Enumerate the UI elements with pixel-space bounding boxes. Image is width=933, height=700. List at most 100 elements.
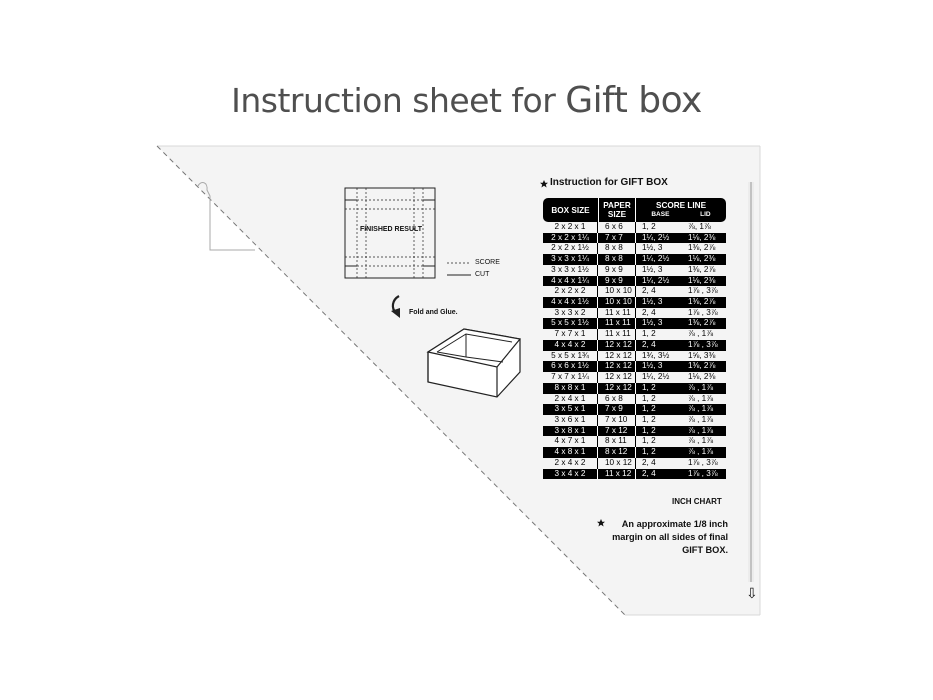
open-box-illustration [426, 328, 522, 398]
box-size-cell: 2 x 4 x 2 [543, 457, 598, 469]
box-size-cell: 3 x 3 x 2 [543, 307, 598, 319]
box-size-cell: 5 x 5 x 1¾ [543, 350, 598, 362]
diagonal-cut-edge [156, 145, 626, 616]
paper-size-cell: 8 x 8 [598, 254, 636, 265]
base-score-cell: 1, 2 [636, 382, 684, 394]
lid-score-cell: 1⅛, 2⅜ [684, 275, 727, 287]
box-size-cell: 5 x 5 x 1½ [543, 318, 598, 330]
box-size-cell: 2 x 2 x 1¼ [543, 232, 598, 244]
paper-size-cell: 10 x 10 [598, 297, 636, 308]
header-score-line-label: SCORE LINE [655, 201, 707, 210]
base-score-cell: 1, 2 [642, 414, 656, 424]
base-score-cell: 1½, 3 [636, 318, 684, 330]
paper-size-cell: 9 x 9 [598, 264, 636, 276]
box-size-cell: 2 x 4 x 1 [543, 393, 598, 405]
lid-score-cell: 1⅜, 2⅞ [688, 264, 716, 274]
lid-score-cell: ⅞ , 1⅞ [688, 436, 714, 446]
base-score-cell: 1½, 3 [636, 297, 684, 308]
box-size-cell: 4 x 4 x 2 [543, 339, 598, 351]
paper-size-cell: 11 x 12 [598, 468, 636, 480]
lid-score-cell: 1⅜, 2⅞ [684, 361, 727, 373]
base-score-cell: 2, 4 [636, 339, 684, 351]
fold-and-glue-label: Fold and Glue. [409, 309, 458, 316]
base-score-cell: 2, 4 [636, 468, 684, 480]
curved-arrow-icon [391, 295, 400, 318]
margin-note: An approximate 1/8 inch margin on all si… [612, 519, 728, 555]
base-score-cell: 1¼, 2½ [642, 372, 670, 382]
lid-score-cell: ⅞, 1⅞ [688, 222, 711, 231]
header-box-size: BOX SIZE [543, 198, 598, 222]
paper-size-cell: 8 x 11 [598, 436, 636, 448]
box-size-cell: 2 x 2 x 1 [543, 222, 598, 233]
base-score-cell: 1, 2 [642, 329, 656, 339]
paper-size-cell: 12 x 12 [598, 339, 636, 351]
lid-score-cell: 1⅞ , 3⅞ [684, 468, 727, 480]
lid-score-cell: 1⅞ , 3⅞ [688, 286, 718, 296]
lid-score-cell: 1⅞ , 3⅞ [684, 339, 727, 351]
gift-box-chart: BOX SIZE PAPER SIZE SCORE LINE BASE LID … [543, 198, 727, 480]
lid-score-cell: 1⅜, 2⅞ [688, 243, 716, 253]
box-size-cell: 7 x 7 x 1¼ [543, 372, 598, 383]
instruction-heading: Instruction for GIFT BOX [550, 177, 668, 188]
paper-size-cell: 11 x 11 [598, 318, 636, 330]
lid-score-cell: 1⅜, 2⅞ [684, 318, 727, 330]
base-score-cell: 1, 2 [642, 436, 656, 446]
paper-size-cell: 9 x 9 [598, 275, 636, 287]
star-icon [540, 180, 548, 188]
paper-size-cell: 7 x 7 [598, 232, 636, 244]
score-lines [345, 188, 435, 278]
scroll-down-arrow-icon[interactable]: ⇩ [746, 585, 758, 601]
paper-size-cell: 12 x 12 [598, 372, 636, 383]
lid-score-cell: 1⅛, 2⅜ [684, 254, 727, 265]
base-score-cell: 1, 2 [642, 393, 656, 403]
box-size-cell: 4 x 4 x 1¼ [543, 275, 598, 287]
base-score-cell: 1½, 3 [642, 243, 663, 253]
box-size-cell: 3 x 5 x 1 [543, 404, 598, 415]
base-score-cell: 1, 2 [636, 425, 684, 437]
sheet-tab [197, 182, 255, 251]
cut-legend-label: CUT [475, 271, 490, 278]
box-size-cell: 4 x 8 x 1 [543, 447, 598, 458]
paper-size-cell: 7 x 9 [598, 404, 636, 415]
box-size-cell: 4 x 7 x 1 [543, 436, 598, 448]
box-size-cell: 3 x 8 x 1 [543, 425, 598, 437]
template-outline [344, 187, 436, 279]
note-star-icon [597, 519, 605, 527]
lid-score-cell: ⅞ , 1⅞ [688, 393, 714, 403]
lid-score-cell: 1⅛, 2⅜ [684, 232, 727, 244]
base-score-cell: 1, 2 [642, 222, 656, 231]
header-base: BASE [651, 211, 670, 218]
paper-size-cell: 6 x 8 [598, 393, 636, 405]
score-legend-label: SCORE [475, 259, 500, 266]
base-score-cell: 2, 4 [642, 457, 656, 467]
header-paper-size: PAPER SIZE [598, 198, 636, 222]
base-score-cell: 1¼, 2½ [636, 275, 684, 287]
lid-score-cell: ⅞ , 1⅞ [684, 425, 727, 437]
paper-size-cell: 11 x 11 [598, 329, 636, 340]
paper-size-cell: 12 x 12 [598, 382, 636, 394]
lid-score-cell: ⅞ , 1⅞ [688, 329, 714, 339]
box-size-cell: 7 x 7 x 1 [543, 329, 598, 340]
lid-score-cell: ⅞ , 1⅞ [684, 447, 727, 458]
base-score-cell: 2, 4 [642, 286, 656, 296]
